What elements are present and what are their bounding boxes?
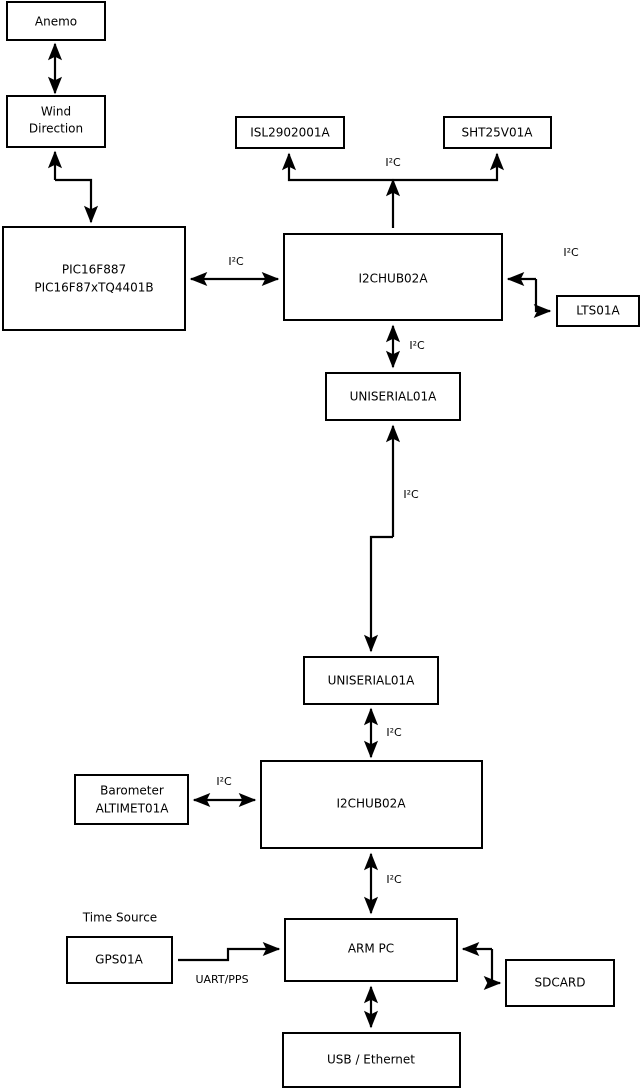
- node-wind-direction[interactable]: Wind Direction: [6, 95, 106, 148]
- edge-label-i2c-pic-hub: I²C: [228, 255, 244, 268]
- edge-gps-armpc: [178, 941, 281, 962]
- node-usb-ethernet-label: USB / Ethernet: [327, 1053, 415, 1067]
- node-barometer[interactable]: Barometer ALTIMET01A: [74, 774, 189, 825]
- node-i2chub02a-top[interactable]: I2CHUB02A: [283, 233, 503, 321]
- node-anemo-box[interactable]: [6, 1, 106, 41]
- edge-wind-pic: [55, 178, 99, 224]
- node-gps01a-box[interactable]: [66, 936, 173, 984]
- edge-label-i2c-isl-sht: I²C: [385, 156, 401, 169]
- node-i2chub02a-top-label: I2CHUB02A: [358, 272, 428, 286]
- node-wind-direction-box[interactable]: [6, 95, 106, 148]
- node-sdcard-label: SDCARD: [534, 976, 585, 990]
- node-usb-ethernet-box[interactable]: [282, 1032, 461, 1088]
- edge-armpc-sdcard: [483, 949, 502, 991]
- node-lts01a-label: LTS01A: [576, 304, 620, 318]
- node-uniserial01a-bottom-label: UNISERIAL01A: [328, 674, 416, 688]
- edge-hubtop-isl: [281, 152, 393, 182]
- node-anemo[interactable]: Anemo: [6, 1, 106, 41]
- node-anemo-label: Anemo: [35, 15, 77, 29]
- edge-label-i2c-uniserial-hub: I²C: [386, 726, 402, 739]
- node-barometer-label-line2: ALTIMET01A: [96, 802, 170, 816]
- node-pic-box[interactable]: [2, 226, 186, 331]
- node-uniserial01a-top[interactable]: UNISERIAL01A: [325, 372, 461, 421]
- node-arm-pc[interactable]: ARM PC: [284, 918, 458, 982]
- edge-hubtop-sht: [393, 152, 505, 182]
- node-wind-direction-label-line2: Direction: [29, 122, 83, 136]
- node-lts01a[interactable]: LTS01A: [556, 295, 640, 327]
- edge-label-i2c-uniserial-link: I²C: [403, 488, 419, 501]
- edge-hubtop-lts: [533, 279, 552, 319]
- node-arm-pc-label: ARM PC: [348, 942, 394, 956]
- node-pic-label-line1: PIC16F887: [62, 263, 126, 277]
- node-wind-direction-label-line1: Wind: [41, 105, 71, 119]
- node-arm-pc-box[interactable]: [284, 918, 458, 982]
- node-sht25v01a-box[interactable]: [443, 116, 552, 149]
- node-gps01a[interactable]: GPS01A: [66, 936, 173, 984]
- edge-label-uart-pps: UART/PPS: [195, 973, 248, 986]
- node-sdcard[interactable]: SDCARD: [505, 959, 615, 1007]
- node-isl2902001a-box[interactable]: [235, 116, 345, 149]
- node-pic-label-line2: PIC16F87xTQ4401B: [34, 281, 153, 295]
- node-isl2902001a[interactable]: ISL2902001A: [235, 116, 345, 149]
- edge-uniserial-link-down: [363, 535, 393, 653]
- node-barometer-box[interactable]: [74, 774, 189, 825]
- node-i2chub02a-top-box[interactable]: [283, 233, 503, 321]
- node-usb-ethernet[interactable]: USB / Ethernet: [282, 1032, 461, 1088]
- node-sdcard-box[interactable]: [505, 959, 615, 1007]
- node-barometer-label-line1: Barometer: [100, 784, 164, 798]
- node-sht25v01a[interactable]: SHT25V01A: [443, 116, 552, 149]
- node-sht25v01a-label: SHT25V01A: [462, 126, 534, 140]
- edge-label-i2c-hub-lts: I²C: [563, 246, 579, 259]
- node-lts01a-box[interactable]: [556, 295, 640, 327]
- node-i2chub02a-bottom-label: I2CHUB02A: [336, 797, 406, 811]
- node-uniserial01a-top-box[interactable]: [325, 372, 461, 421]
- node-i2chub02a-bottom-box[interactable]: [260, 760, 483, 849]
- edge-label-i2c-hub-armpc: I²C: [386, 873, 402, 886]
- edge-label-i2c-baro-hub: I²C: [216, 775, 232, 788]
- node-uniserial01a-bottom[interactable]: UNISERIAL01A: [303, 656, 439, 705]
- node-isl2902001a-label: ISL2902001A: [250, 126, 330, 140]
- node-uniserial01a-top-label: UNISERIAL01A: [350, 390, 438, 404]
- node-gps01a-label: GPS01A: [95, 953, 143, 967]
- label-time-source: Time Source: [82, 911, 157, 925]
- node-pic[interactable]: PIC16F887 PIC16F87xTQ4401B: [2, 226, 186, 331]
- node-uniserial01a-bottom-box[interactable]: [303, 656, 439, 705]
- edge-label-i2c-hub-uniserial: I²C: [409, 339, 425, 352]
- node-i2chub02a-bottom[interactable]: I2CHUB02A: [260, 760, 483, 849]
